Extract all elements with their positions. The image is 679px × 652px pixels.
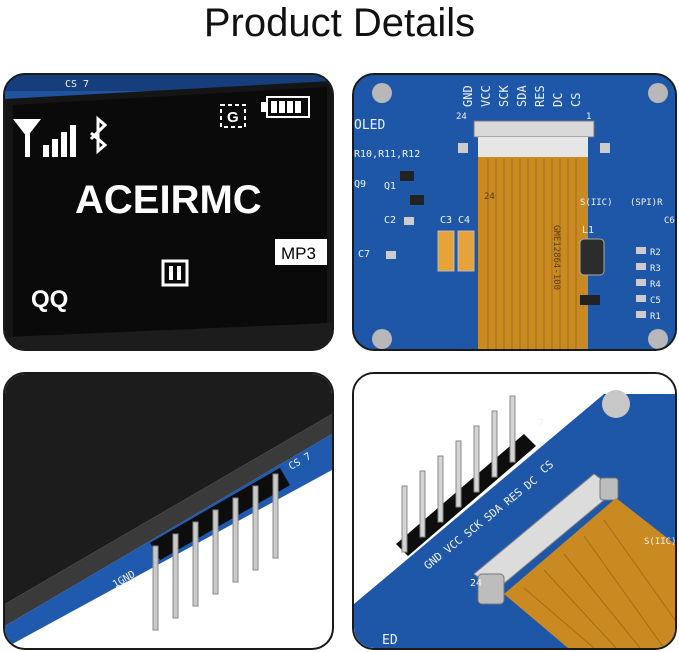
fpc-connector	[473, 120, 595, 138]
label-r2: R2	[650, 248, 661, 258]
regulator-chip	[580, 295, 600, 305]
angled-closeup-photo: GND VCC SCK SDA RES DC CS 1 7 24	[352, 372, 677, 650]
antenna-icon	[13, 119, 41, 157]
header-pins	[150, 467, 290, 631]
pin-number-right: 1	[586, 112, 591, 122]
qq-label: QQ	[31, 286, 68, 313]
board-back-illustration: GND VCC SCK SDA RES DC CS 24 1	[354, 75, 675, 349]
mounting-hole	[372, 329, 392, 349]
pin-label-vcc: VCC	[479, 85, 493, 107]
label-r3: R3	[650, 264, 661, 274]
display-front-illustration: CS 7 G	[5, 75, 332, 349]
label-r10-group: R10,R11,R12	[354, 149, 420, 160]
solder-pad	[600, 143, 610, 153]
board-edge-label: CS 7	[65, 79, 89, 90]
mounting-hole	[648, 329, 668, 349]
fpc-number: 24	[484, 192, 495, 202]
fpc-code: GME12864-100	[551, 225, 561, 290]
flex-cable: 24 GME12864-100	[478, 137, 588, 349]
label-r4: R4	[650, 280, 661, 290]
label-c6: C6	[664, 216, 675, 226]
side-pins-illustration: 1GND CS 7	[5, 374, 332, 648]
capacitor-c7	[386, 251, 396, 259]
mounting-hole	[648, 83, 668, 103]
signal-bars-icon	[43, 125, 76, 157]
angled-fpc-connector	[473, 473, 619, 605]
transistor	[410, 195, 424, 205]
pin-label-sda: SDA	[515, 85, 529, 107]
label-q9: Q9	[354, 179, 366, 190]
solder-pad	[458, 143, 468, 153]
capacitor-c3	[437, 230, 455, 272]
label-s-iic: S(IIC)	[580, 198, 613, 208]
oled-label: OLED	[354, 118, 385, 133]
transistor-q1	[400, 171, 414, 181]
label-spi: (SPI)R	[630, 198, 663, 208]
label-r1: R1	[650, 312, 661, 322]
mounting-hole	[602, 390, 630, 418]
pin-label-sck: SCK	[497, 85, 511, 107]
mounting-hole	[372, 83, 392, 103]
angled-label-iic: S(IIC)	[644, 537, 675, 547]
pause-icon	[161, 259, 189, 287]
pin-number-left: 24	[456, 112, 467, 122]
label-l1: L1	[582, 225, 594, 236]
angled-closeup-illustration: GND VCC SCK SDA RES DC CS 1 7 24	[354, 374, 675, 648]
label-c3: C3	[440, 215, 452, 226]
pin-label-cs: CS	[569, 93, 583, 107]
label-c7: C7	[358, 249, 370, 260]
capacitor-c4	[457, 230, 475, 272]
resistor-column: R2 R3 R4 C5 R1	[636, 247, 661, 322]
angled-header-pins	[396, 395, 536, 556]
bluetooth-icon	[89, 115, 108, 155]
pin-label-res: RES	[533, 85, 547, 107]
mp3-badge: MP3	[275, 239, 327, 265]
angled-fpc-number: 24	[470, 578, 482, 589]
board-back-photo: GND VCC SCK SDA RES DC CS 24 1	[352, 73, 677, 351]
pin-label-row: GND VCC SCK SDA RES DC CS	[461, 85, 583, 107]
pin-label-gnd: GND	[461, 85, 475, 107]
g-box-icon: G	[220, 104, 246, 128]
brand-label: ACEIRMC	[75, 178, 262, 222]
label-c5: C5	[650, 296, 661, 306]
angled-pin-number-right: 7	[538, 418, 544, 429]
g-label: G	[227, 109, 239, 126]
pin-label-dc: DC	[551, 93, 565, 107]
label-c2: C2	[384, 215, 396, 226]
angled-pin-number-left: 1	[398, 552, 404, 563]
capacitor-c2	[404, 217, 414, 225]
mp3-label: MP3	[281, 244, 316, 263]
inductor-l1	[579, 238, 605, 276]
angled-flex-cable	[504, 498, 675, 648]
label-c4: C4	[458, 215, 470, 226]
label-q1: Q1	[384, 181, 396, 192]
page-title: Product Details	[203, 1, 476, 45]
battery-icon	[261, 96, 310, 118]
side-pins-photo: 1GND CS 7	[3, 372, 334, 650]
angled-label-oled-fragment: ED	[382, 633, 398, 648]
display-front-photo: CS 7 G	[3, 73, 334, 351]
